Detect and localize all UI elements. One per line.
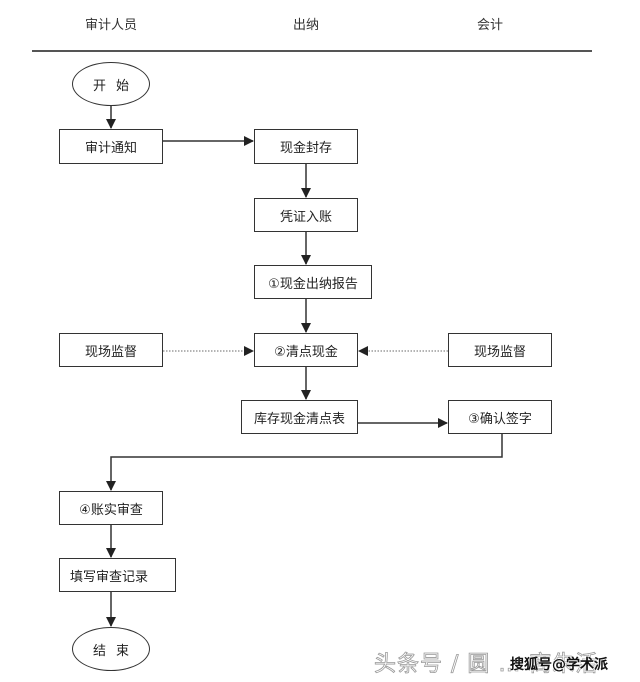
step-cash-count-sheet: 库存现金清点表 xyxy=(241,400,358,434)
start-node: 开始 xyxy=(72,62,150,106)
header-divider xyxy=(32,50,592,52)
step-fill-record: 填写审查记录 xyxy=(59,558,176,592)
step-audit-notice: 审计通知 xyxy=(59,129,163,164)
watermark-toutiao: 头条号 / 圆 … 商朱活 xyxy=(374,652,599,678)
lane-cashier: 出纳 xyxy=(292,18,320,33)
step-confirm-sign: ③确认签字 xyxy=(448,400,552,434)
lane-auditor: 审计人员 xyxy=(84,18,138,33)
step-supervise-left: 现场监督 xyxy=(59,333,163,367)
step-voucher-posting: 凭证入账 xyxy=(254,198,358,232)
watermark-sohu: 搜狐号@学术派 xyxy=(510,657,608,673)
lane-accountant: 会计 xyxy=(476,18,504,33)
step-cash-seal: 现金封存 xyxy=(254,129,358,164)
step-supervise-right: 现场监督 xyxy=(448,333,552,367)
end-node: 结束 xyxy=(72,627,150,671)
step-account-check: ④账实审查 xyxy=(59,491,163,525)
arrow-confirm-to-check xyxy=(106,434,503,491)
step-cash-report: ①现金出纳报告 xyxy=(254,265,372,299)
step-count-cash: ②清点现金 xyxy=(254,333,358,367)
